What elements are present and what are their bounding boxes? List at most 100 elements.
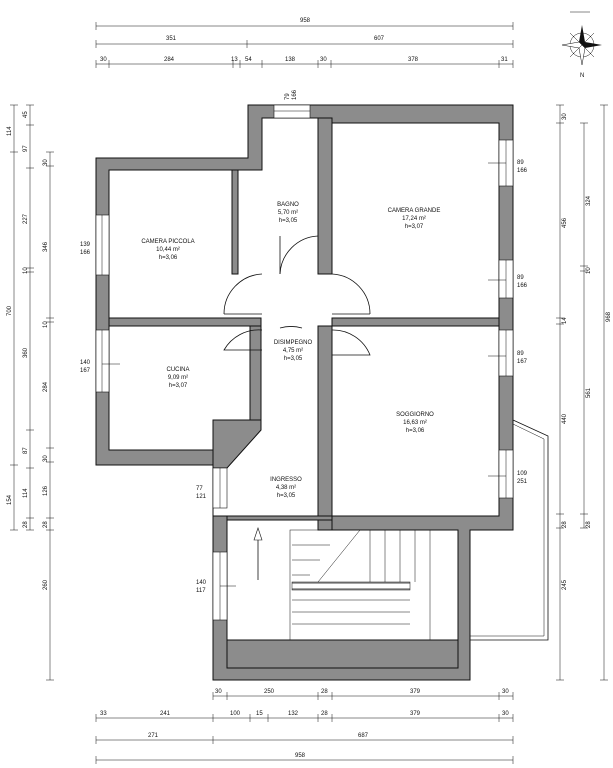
- dim-label: 607: [374, 36, 385, 42]
- dim-right-mid: 30 456 14 440 28 245: [556, 104, 568, 681]
- room-height: h=3,06: [159, 255, 178, 261]
- dim-label: 30: [100, 57, 107, 63]
- dim-label: 379: [410, 711, 421, 717]
- room-disimpegno: DISIMPEGNO 4,75 m² h=3,05: [274, 340, 313, 362]
- window-soggiorno-1: 89 167: [488, 329, 528, 377]
- dim-label: 114: [23, 488, 29, 498]
- dim-label: 958: [300, 18, 311, 24]
- dim-label: 54: [245, 57, 252, 63]
- room-name: INGRESSO: [270, 477, 302, 483]
- dim-label: 241: [160, 711, 171, 717]
- dim-label: 45: [23, 111, 29, 118]
- dim-label: 87: [23, 447, 29, 454]
- window-height: 166: [517, 168, 528, 174]
- dim-label: 379: [410, 689, 421, 695]
- dim-label: 30: [562, 113, 568, 120]
- window-camera-grande-2: 89 166: [488, 259, 528, 299]
- dim-label: 245: [562, 579, 568, 590]
- window-width: 79: [285, 93, 291, 100]
- room-area: 17,24 m²: [402, 216, 426, 222]
- dim-right-detail: 324 10 561 28: [580, 122, 592, 529]
- dim-label: 456: [562, 217, 568, 228]
- dim-label: 30: [43, 159, 49, 166]
- dim-label: 97: [23, 145, 29, 152]
- room-area: 10,44 m²: [156, 247, 180, 253]
- window-soggiorno-2: 109 251: [488, 449, 528, 499]
- window-width: 140: [196, 580, 207, 586]
- room-camera-piccola: CAMERA PICCOLA 10,44 m² h=3,06: [141, 239, 194, 261]
- room-name: DISIMPEGNO: [274, 340, 313, 346]
- window-bagno: 79 166: [273, 89, 311, 119]
- dim-top-detail: 30 284 13 54 138 30 378 31: [95, 57, 514, 68]
- dim-label: 15: [256, 711, 263, 717]
- doors: [223, 235, 371, 356]
- dim-left-detail: 30 346 10 284 30 126 28 260: [43, 151, 54, 681]
- window-ingresso: 77 121: [196, 467, 228, 509]
- dim-label: 14: [562, 317, 568, 324]
- dim-label: 31: [501, 57, 508, 63]
- dim-bottom-total: 958: [95, 753, 514, 764]
- room-height: h=3,05: [279, 218, 298, 224]
- dim-label: 378: [408, 57, 419, 63]
- dim-bottom-mid: 271 687: [95, 733, 514, 744]
- room-name: CAMERA GRANDE: [388, 208, 441, 214]
- window-cucina: 140 167: [80, 329, 120, 393]
- dim-label: 260: [43, 579, 49, 590]
- window-width: 77: [196, 486, 203, 492]
- dim-bottom-inner: 30 250 28 379 30: [212, 689, 514, 700]
- stairwell: [253, 527, 459, 641]
- dim-label: 30: [502, 689, 509, 695]
- window-height: 167: [517, 359, 528, 365]
- window-height: 167: [80, 368, 91, 374]
- dim-label: 126: [43, 485, 49, 496]
- dim-label: 30: [43, 455, 49, 462]
- dim-label: 154: [7, 494, 13, 505]
- balcony: [470, 419, 549, 641]
- dim-top-mid: 351 607: [95, 36, 514, 48]
- walls: [95, 104, 514, 681]
- room-area: 4,75 m²: [283, 348, 303, 354]
- room-camera-grande: CAMERA GRANDE 17,24 m² h=3,07: [388, 208, 441, 230]
- dim-label: 271: [148, 733, 159, 739]
- room-height: h=3,07: [169, 383, 188, 389]
- dim-label: 30: [502, 711, 509, 717]
- compass-rose-icon: N: [561, 25, 602, 79]
- dim-label: 114: [7, 126, 13, 136]
- room-bagno: BAGNO 5,70 m² h=3,05: [277, 202, 299, 224]
- window-height: 166: [80, 250, 91, 256]
- room-area: 9,09 m²: [168, 375, 188, 381]
- room-soggiorno: SOGGIORNO 16,63 m² h=3,06: [396, 412, 434, 434]
- dim-label: 100: [230, 711, 241, 717]
- room-name: SOGGIORNO: [396, 412, 434, 418]
- dim-label: 33: [100, 711, 107, 717]
- room-area: 4,38 m²: [276, 485, 296, 491]
- dim-label: 28: [23, 521, 29, 528]
- dim-right-total: 968: [600, 104, 612, 681]
- room-height: h=3,06: [406, 428, 425, 434]
- window-width: 140: [80, 360, 91, 366]
- dim-left-total: 114 700 154: [7, 104, 18, 531]
- dim-label: 958: [295, 753, 306, 759]
- window-stairwell: 140 117: [196, 551, 236, 621]
- dim-label: 132: [288, 711, 299, 717]
- dim-label: 28: [321, 711, 328, 717]
- dim-label: 28: [321, 689, 328, 695]
- compass-north-label: N: [580, 73, 584, 79]
- dim-label: 440: [562, 413, 568, 424]
- room-height: h=3,05: [284, 356, 303, 362]
- dim-label: 346: [43, 241, 49, 252]
- window-height: 166: [517, 283, 528, 289]
- room-name: CAMERA PICCOLA: [141, 239, 194, 245]
- dim-label: 10: [586, 267, 592, 274]
- window-width: 139: [80, 242, 91, 248]
- dim-label: 700: [7, 305, 13, 316]
- window-camera-piccola: 139 166: [80, 214, 110, 276]
- room-ingresso: INGRESSO 4,38 m² h=3,05: [270, 477, 302, 499]
- dim-label: 284: [43, 381, 49, 392]
- window-width: 89: [517, 351, 524, 357]
- dim-label: 284: [164, 57, 175, 63]
- window-height: 251: [517, 479, 528, 485]
- window-width: 109: [517, 471, 528, 477]
- dim-label: 10: [43, 321, 49, 328]
